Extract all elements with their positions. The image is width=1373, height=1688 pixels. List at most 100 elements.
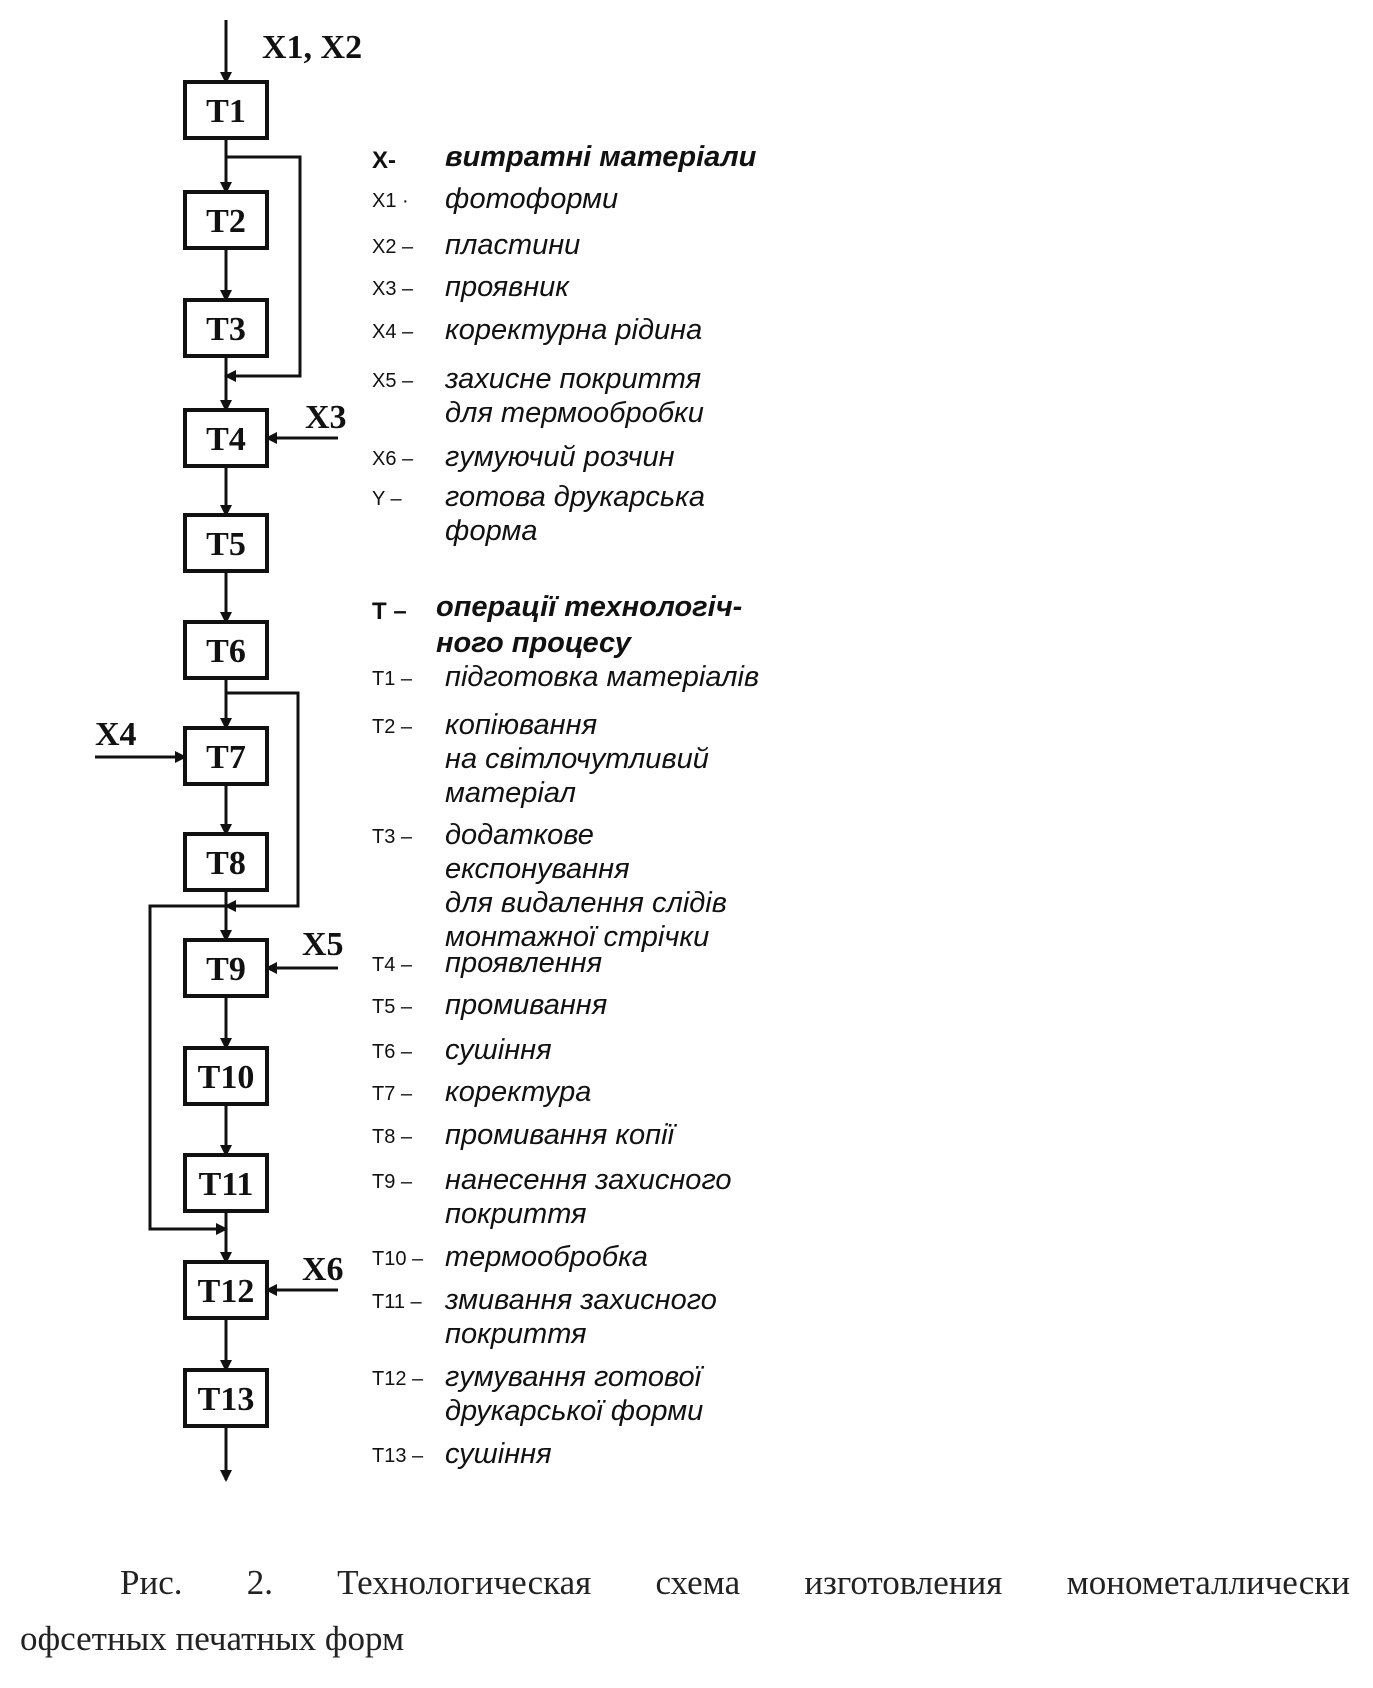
process-block-t1: T1	[183, 80, 269, 140]
bypass-arrow-t9-t11	[148, 904, 228, 1235]
legend-code: T11 –	[372, 1291, 422, 1313]
legend-text: коректурна рідина	[445, 314, 703, 346]
legend-materials-code: X-	[372, 147, 396, 174]
legend-code: X2 –	[372, 236, 414, 258]
legend-text: промивання	[445, 989, 608, 1021]
legend-materials-title: витратні матеріали	[445, 141, 757, 173]
legend-text: проявлення	[445, 947, 603, 979]
legend-code: X4 –	[372, 321, 414, 343]
legend-code: T3 –	[372, 826, 413, 848]
legend-code: T5 –	[372, 996, 413, 1018]
legend-text: додаткове	[445, 819, 594, 851]
legend-text: матеріал	[445, 777, 577, 809]
block-frame	[183, 190, 269, 250]
process-block-t12: T12	[183, 1260, 269, 1320]
legend-code: T7 –	[372, 1083, 413, 1105]
block-label: T2	[206, 203, 246, 240]
process-block-t11: T11	[183, 1153, 269, 1213]
legend-code: X6 –	[372, 448, 414, 470]
block-frame	[183, 832, 269, 892]
process-block-t13: T13	[183, 1368, 269, 1428]
input-label-x1-x2: X1, X2	[262, 29, 362, 66]
legend-text: підготовка матеріалів	[445, 661, 760, 693]
block-label: T7	[206, 739, 246, 776]
legend-text: змивання захисного	[445, 1284, 717, 1316]
legend-code: Y –	[372, 488, 402, 510]
legend-text: монтажної стрічки	[445, 921, 710, 953]
legend-text: для термообробки	[445, 397, 704, 429]
block-label: T6	[206, 633, 246, 670]
block-frame	[183, 726, 269, 786]
block-label: T11	[199, 1166, 254, 1203]
block-label: T5	[206, 526, 246, 563]
legend-code: X5 –	[372, 370, 414, 392]
connector-lines	[95, 20, 338, 1482]
legend-text: друкарської форми	[445, 1395, 704, 1427]
input-label-x5: X5	[302, 926, 344, 963]
legend-code: T13 –	[372, 1445, 424, 1467]
legend-code: T2 –	[372, 716, 413, 738]
block-frame	[183, 1368, 269, 1428]
block-label: T10	[198, 1059, 255, 1096]
legend-text: фотоформи	[445, 183, 619, 215]
caption-line-1: Рис. 2. Технологическая схема изготовлен…	[20, 1555, 1350, 1611]
legend-text: на світлочутливий	[445, 743, 709, 775]
caption-word: монометаллически	[1066, 1563, 1350, 1602]
process-block-t9: T9	[183, 938, 269, 998]
caption-word: изготовления	[804, 1563, 1003, 1602]
legend-text: покриття	[445, 1198, 587, 1230]
block-frame	[183, 408, 269, 468]
legend-code: T9 –	[372, 1171, 413, 1193]
legend-text: сушіння	[445, 1034, 552, 1066]
legend-text: пластини	[445, 229, 581, 261]
legend-code: T4 –	[372, 954, 413, 976]
block-label: T13	[198, 1381, 255, 1418]
legend-text: промивання копії	[445, 1119, 674, 1151]
legend-code: X1 ·	[372, 190, 409, 212]
block-frame	[183, 1153, 269, 1213]
process-block-t4: T4	[183, 408, 269, 468]
legend-text: проявник	[445, 271, 569, 303]
bypass-arrow-t7-t8	[224, 691, 300, 912]
input-label-x4: X4	[95, 716, 137, 753]
legend-text: експонування	[445, 853, 630, 885]
process-block-t3: T3	[183, 298, 269, 358]
input-label-x6: X6	[302, 1251, 344, 1288]
caption-word: Технологическая	[337, 1563, 592, 1602]
block-frame	[183, 1260, 269, 1320]
block-label: T1	[206, 93, 246, 130]
legend-text: гумування готової	[445, 1361, 702, 1393]
legend-text: захисне покриття	[445, 363, 702, 395]
block-label: T9	[206, 951, 246, 988]
block-frame	[183, 938, 269, 998]
legend-text: покриття	[445, 1318, 587, 1350]
legend-code: T10 –	[372, 1248, 424, 1270]
block-frame	[183, 298, 269, 358]
legend-code: T1 –	[372, 668, 413, 690]
block-label: T4	[206, 421, 246, 458]
legend-code: T8 –	[372, 1126, 413, 1148]
legend-text: нанесення захисного	[445, 1164, 732, 1196]
input-labels: X1, X2 X3 X4 X5 X6	[95, 29, 362, 1288]
process-block-t8: T8	[183, 832, 269, 892]
block-label: T8	[206, 845, 246, 882]
legend-text: форма	[445, 515, 538, 547]
block-frame	[183, 513, 269, 573]
process-block-t2: T2	[183, 190, 269, 250]
legend-operations-title: ного процесу	[436, 627, 631, 659]
legend-text: сушіння	[445, 1438, 552, 1470]
process-block-t10: T10	[183, 1046, 269, 1106]
block-frame	[183, 1046, 269, 1106]
legend-text: готова друкарська	[445, 481, 705, 513]
caption-word: схема	[655, 1563, 741, 1602]
figure-caption: Рис. 2. Технологическая схема изготовлен…	[20, 1555, 1350, 1667]
legend-text: гумуючий розчин	[445, 441, 675, 473]
legend-operations-title: операції технологіч-	[436, 591, 743, 623]
process-block-t7: T7	[183, 726, 269, 786]
legend-code: T6 –	[372, 1041, 413, 1063]
legend-text: коректура	[445, 1076, 592, 1108]
block-label: T12	[198, 1273, 255, 1310]
legend-operations-code: T –	[372, 598, 407, 625]
